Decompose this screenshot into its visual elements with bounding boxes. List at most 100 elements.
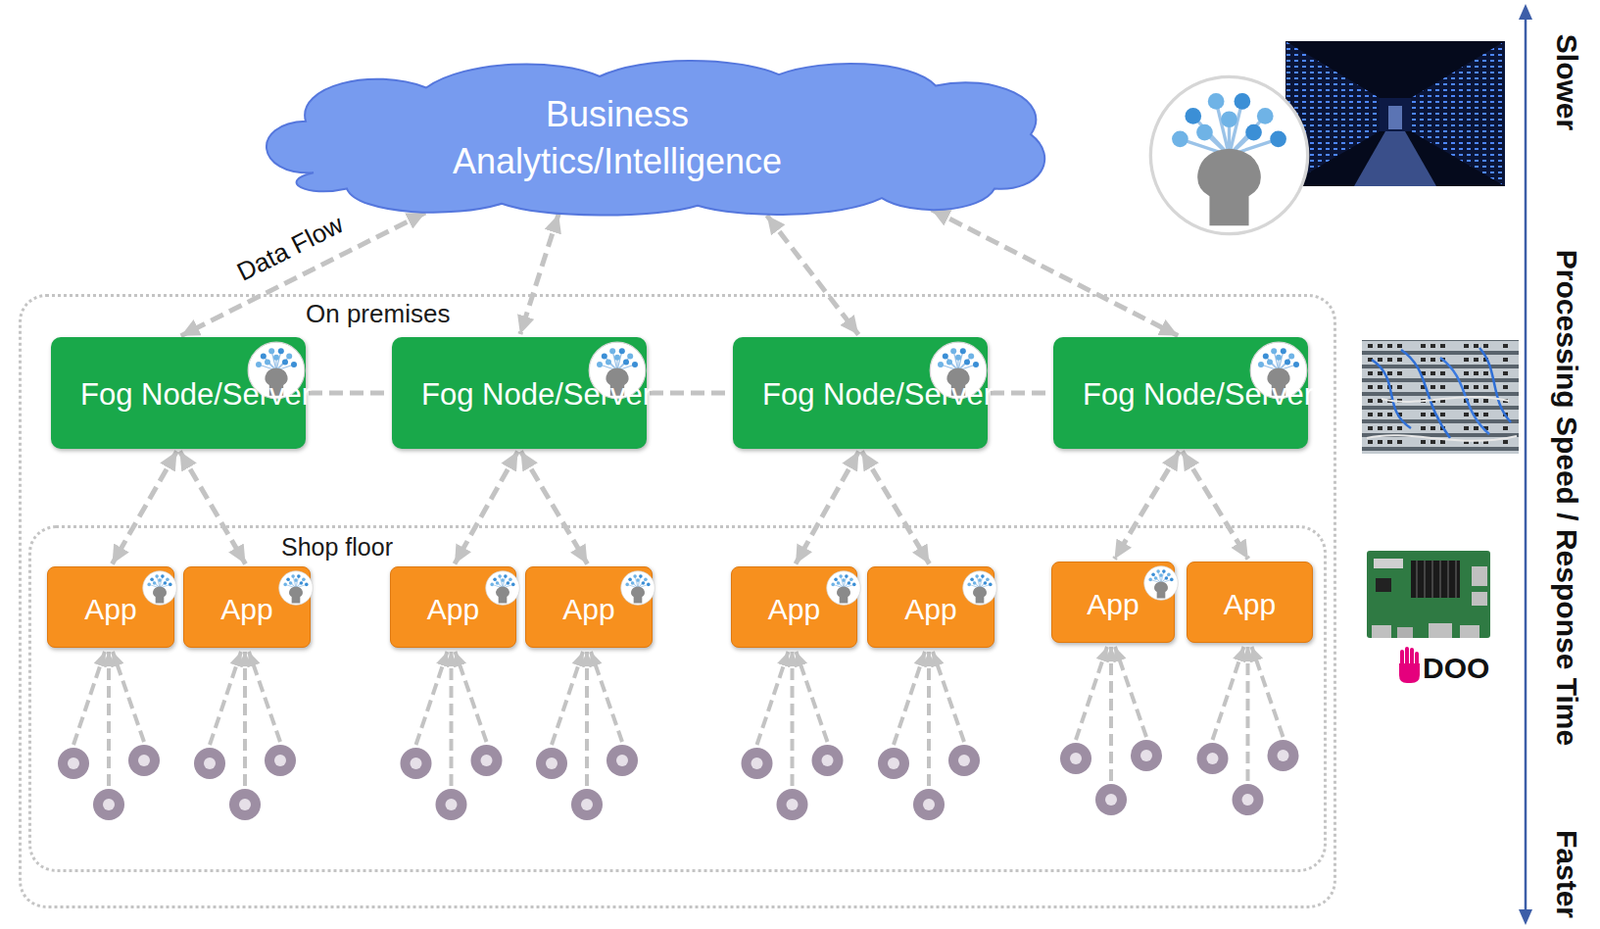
icon-dot [988, 582, 993, 587]
sensor-link [590, 651, 623, 742]
speed-axis-arrow [1518, 3, 1533, 925]
sensor-link [1115, 646, 1147, 737]
app-box: App [525, 566, 653, 648]
icon-dot [152, 581, 157, 585]
sensor-link [796, 651, 828, 742]
svg-line [1447, 560, 1450, 598]
icon-dot [1288, 353, 1295, 360]
edge-label: Data Flow [232, 208, 348, 287]
sensor-hole [102, 798, 115, 811]
icon-dot [273, 354, 280, 361]
app-label: App [904, 591, 957, 628]
icon-head [152, 586, 167, 604]
dashed-link [649, 390, 730, 396]
icon-disc [1144, 566, 1179, 601]
sensor-hole [751, 757, 764, 770]
icon-dot [1184, 107, 1202, 125]
svg-rect [1428, 623, 1453, 638]
region-label: On premises [305, 298, 450, 329]
app-box: App [183, 566, 311, 648]
sensor-link [209, 651, 242, 745]
logo-text: DOO [1422, 653, 1490, 683]
icon-dot [1151, 573, 1156, 578]
icon-head [495, 586, 510, 604]
icon-disc [826, 571, 862, 606]
icon-dot [838, 574, 843, 579]
sensor-hole [786, 798, 799, 811]
fog-node-box: Fog Node/Server [732, 337, 988, 449]
icon-dot [1262, 353, 1269, 360]
data-flow-arrow [1182, 451, 1249, 560]
svg-polygon [1518, 3, 1533, 20]
icon-dot [146, 582, 151, 587]
icon-dot [972, 361, 979, 368]
icon-dot [160, 574, 165, 579]
fog-node-box: Fog Node/Server [1053, 337, 1309, 449]
icon-dot [646, 582, 651, 587]
svg-line [1454, 560, 1457, 598]
icon-dot [1154, 576, 1159, 581]
icon-dot [1293, 361, 1300, 368]
cloud-outline [244, 55, 1052, 220]
data-flow-arrow [1115, 451, 1180, 560]
sensor-ring [264, 744, 296, 776]
sensor-link [416, 651, 448, 745]
icon-dot [1156, 569, 1161, 574]
data-flow-arrow [180, 451, 246, 565]
sensor-ring [913, 788, 945, 821]
sensor-link [73, 651, 105, 745]
cloud-shape: Business Analytics/Intelligence [244, 55, 1052, 220]
icon-dot [1245, 124, 1262, 142]
sensor-link [112, 651, 145, 742]
icon-dot [964, 359, 970, 366]
dotted-region: On premisesFog Node/Server Fog Node/Serve… [18, 293, 1337, 909]
sensor-link [584, 651, 589, 786]
svg-polygon [1379, 97, 1411, 132]
icon-head [289, 586, 303, 604]
icon-dot [969, 578, 974, 582]
sensor-hole [1105, 793, 1117, 806]
icon-dot [983, 581, 988, 585]
sensor-ring [93, 788, 125, 821]
sensor-link [1075, 646, 1108, 740]
icon-dot [1270, 347, 1277, 354]
icon-dot [157, 578, 162, 582]
app-box: App [389, 566, 517, 648]
icon-dot [638, 574, 643, 579]
icon-dot [844, 574, 849, 579]
svg-polygon [1410, 41, 1505, 187]
sensor-ring [1130, 739, 1163, 772]
axis-title: Processing Speed / Response Time [1550, 249, 1584, 746]
svg-rect [1371, 625, 1392, 638]
app-box: App [47, 566, 175, 648]
sensor-ring [1060, 742, 1092, 775]
sensor-hole [1207, 752, 1219, 765]
data-flow-arrow [454, 451, 519, 565]
sensor-ring [229, 788, 261, 821]
sensor-hole [67, 757, 80, 770]
sensor-hole [274, 754, 287, 767]
sensor-link [1109, 646, 1114, 781]
data-flow-arrow [862, 451, 930, 565]
sensor-ring [741, 747, 774, 779]
icon-dot [492, 578, 497, 582]
icon-dot [1164, 576, 1169, 581]
sensor-hole [1069, 752, 1082, 765]
icon-dot [154, 574, 159, 579]
region-label: Shop floor [281, 532, 393, 562]
sensor-hole [1277, 749, 1290, 762]
icon-dot [605, 359, 612, 366]
icon-dot [283, 582, 288, 587]
sensor-hole [138, 754, 150, 767]
svg-rect [1375, 578, 1392, 592]
icon-dot [278, 347, 285, 354]
sensor-link [449, 651, 454, 786]
icon-dot [1169, 578, 1174, 582]
sensor-link [757, 651, 789, 745]
svg-rect [1405, 646, 1409, 666]
icon-dot [511, 582, 516, 587]
icon-dot [623, 359, 630, 366]
sensor-ring [1095, 783, 1127, 816]
sensor-link [932, 651, 965, 742]
sensor-ring [436, 788, 468, 821]
